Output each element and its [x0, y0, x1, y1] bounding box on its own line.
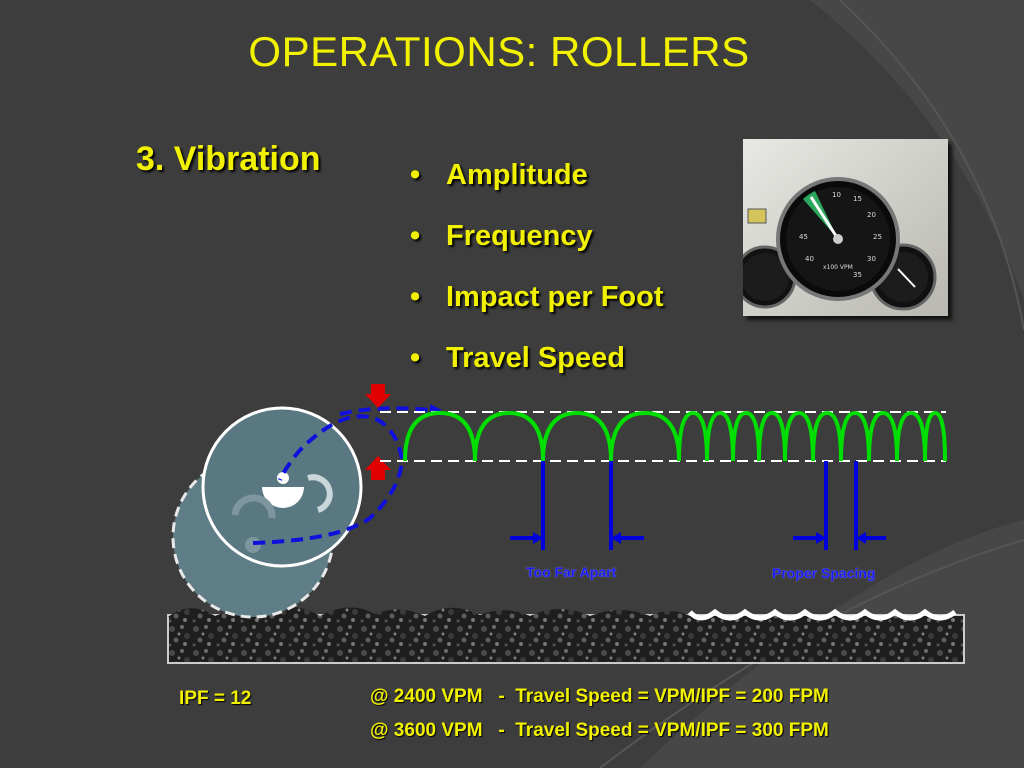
asphalt-mat	[167, 614, 965, 664]
section-heading: 3. Vibration	[136, 140, 321, 178]
impact-arcs	[403, 410, 947, 462]
bullet-travel-speed: Travel Speed	[446, 342, 625, 374]
slide-title: OPERATIONS: ROLLERS	[248, 28, 750, 75]
gauge-dial-text: x100 VPM	[823, 264, 853, 271]
svg-text:25: 25	[873, 233, 882, 241]
bullet-frequency: Frequency	[446, 220, 593, 252]
amplitude-arrow-down	[365, 384, 391, 408]
compacted-surface	[688, 608, 957, 621]
gauge-photo: 10 15 20 25 30 35 40 45 x100 VPM	[743, 139, 948, 316]
bullet-item: •Amplitude	[410, 159, 588, 191]
label-proper-spacing: Proper Spacing	[772, 565, 876, 581]
amplitude-arrow-up	[365, 456, 391, 480]
bullet-item: •Travel Speed	[410, 342, 625, 374]
svg-text:10: 10	[832, 191, 841, 199]
bullet-amplitude: Amplitude	[446, 159, 588, 191]
rotation-arrow-lower	[231, 494, 276, 519]
bullet-list: •Amplitude •Frequency •Impact per Foot •…	[410, 150, 664, 394]
eccentric-weight	[262, 487, 304, 508]
ipf-value: IPF = 12	[179, 688, 252, 709]
rough-surface	[168, 607, 690, 617]
formula-2400: @ 2400 VPM - Travel Speed = VPM/IPF = 20…	[370, 686, 829, 707]
label-too-far-apart: Too Far Apart	[526, 564, 617, 580]
svg-text:15: 15	[853, 195, 862, 203]
spacing-marker-far	[510, 461, 644, 550]
bullet-impact: Impact per Foot	[446, 281, 664, 313]
svg-text:40: 40	[805, 255, 814, 263]
spacing-marker-proper	[793, 461, 886, 550]
drum-path	[252, 414, 405, 545]
svg-text:30: 30	[867, 255, 876, 263]
bullet-item: •Impact per Foot	[410, 281, 664, 313]
svg-text:45: 45	[799, 233, 808, 241]
bullet-item: •Frequency	[410, 220, 593, 252]
rotation-arrow	[307, 474, 333, 513]
svg-text:20: 20	[867, 211, 876, 219]
formula-3600: @ 3600 VPM - Travel Speed = VPM/IPF = 30…	[370, 720, 829, 741]
svg-text:35: 35	[853, 271, 862, 279]
